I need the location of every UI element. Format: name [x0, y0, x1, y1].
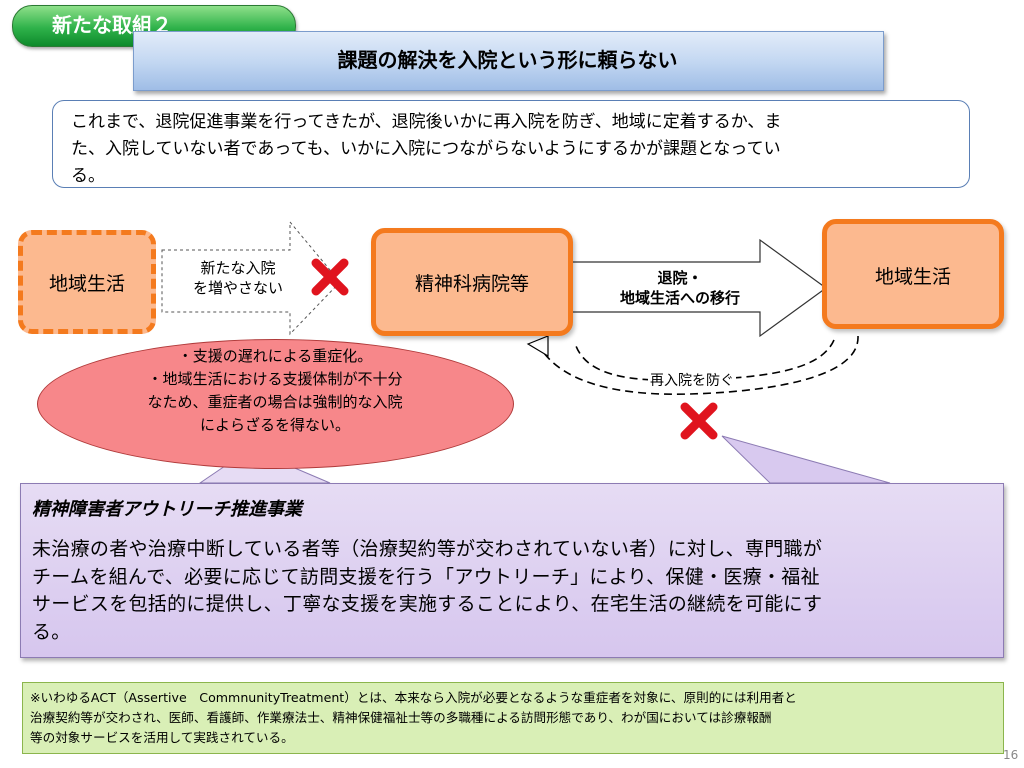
no-new-admission-line: 新たな入院: [200, 259, 276, 277]
page-title: 課題の解決を入院という形に頼らない: [337, 48, 678, 72]
no-new-admission-arrow: [161, 220, 341, 336]
outreach-callout-tail: [721, 435, 891, 484]
readmission-curve-inner: [575, 339, 835, 382]
problem-line: ・支援の遅れによる重症化。: [177, 347, 373, 365]
problem-line: によらざるを得ない。: [199, 416, 350, 434]
act-footnote: ※いわゆるACT（Assertive CommnunityTreatment）と…: [22, 682, 1004, 754]
outreach-line: サービスを包括的に提供し、丁寧な支援を実施することにより、在宅生活の継続を可能に…: [32, 593, 823, 615]
discharge-label: 退院・ 地域生活への移行: [590, 268, 770, 308]
problem-line: なため、重症者の場合は強制的な入院: [147, 393, 403, 411]
outreach-line: 未治療の者や治療中断している者等（治療契約等が交わされていない者）に対し、専門職…: [32, 538, 823, 560]
footnote-line: 治療契約等が交わされ、医師、看護師、作業療法士、精神保健福祉士等の多職種による訪…: [30, 710, 772, 725]
title-banner: [133, 31, 884, 91]
readmission-arrowhead: [526, 335, 549, 358]
red-x-mark-icon: [680, 402, 718, 440]
discharge-line: 退院・: [657, 269, 703, 287]
prevent-readmission-label: 再入院を防ぐ: [648, 370, 736, 390]
community-life-box-left: 地域生活: [18, 230, 156, 334]
outreach-program-description: 未治療の者や治療中断している者等（治療契約等が交わされていない者）に対し、専門職…: [32, 536, 982, 646]
problem-line: ・地域生活における支援体制が不十分: [147, 370, 403, 388]
problem-ellipse: [37, 339, 514, 469]
community-life-box-right: 地域生活: [822, 219, 1004, 329]
discharge-arrow: [570, 238, 828, 338]
red-x-mark-icon: [311, 258, 349, 296]
intro-line: る。: [71, 166, 105, 186]
outreach-line: る。: [32, 620, 71, 643]
footnote-line: 等の対象サービスを活用して実践されている。: [30, 730, 294, 745]
intro-box: これまで、退院促進事業を行ってきたが、退院後いかに再入院を防ぎ、地域に定着するか…: [52, 100, 970, 188]
psychiatric-hospital-box: 精神科病院等: [371, 228, 573, 336]
problem-ellipse-text: ・支援の遅れによる重症化。 ・地域生活における支援体制が不十分 なため、重症者の…: [60, 345, 490, 455]
outreach-program-title: 精神障害者アウトリーチ推進事業: [32, 499, 302, 520]
page-number: 16: [1003, 748, 1019, 762]
readmission-curve-outer: [537, 335, 859, 396]
intro-line: これまで、退院促進事業を行ってきたが、退院後いかに再入院を防ぎ、地域に定着するか…: [71, 112, 782, 132]
outreach-line: チームを組んで、必要に応じて訪問支援を行う「アウトリーチ」により、保健・医療・福…: [32, 565, 820, 588]
intro-line: た、入院していない者であっても、いかに入院につながらないようにするかが課題となっ…: [71, 139, 781, 159]
footnote-line: ※いわゆるACT（Assertive CommnunityTreatment）と…: [30, 690, 797, 705]
outreach-program-box: [20, 483, 1004, 658]
no-new-admission-line: を増やさない: [192, 279, 283, 297]
no-new-admission-label: 新たな入院 を増やさない: [178, 258, 298, 298]
discharge-line: 地域生活への移行: [619, 289, 740, 307]
